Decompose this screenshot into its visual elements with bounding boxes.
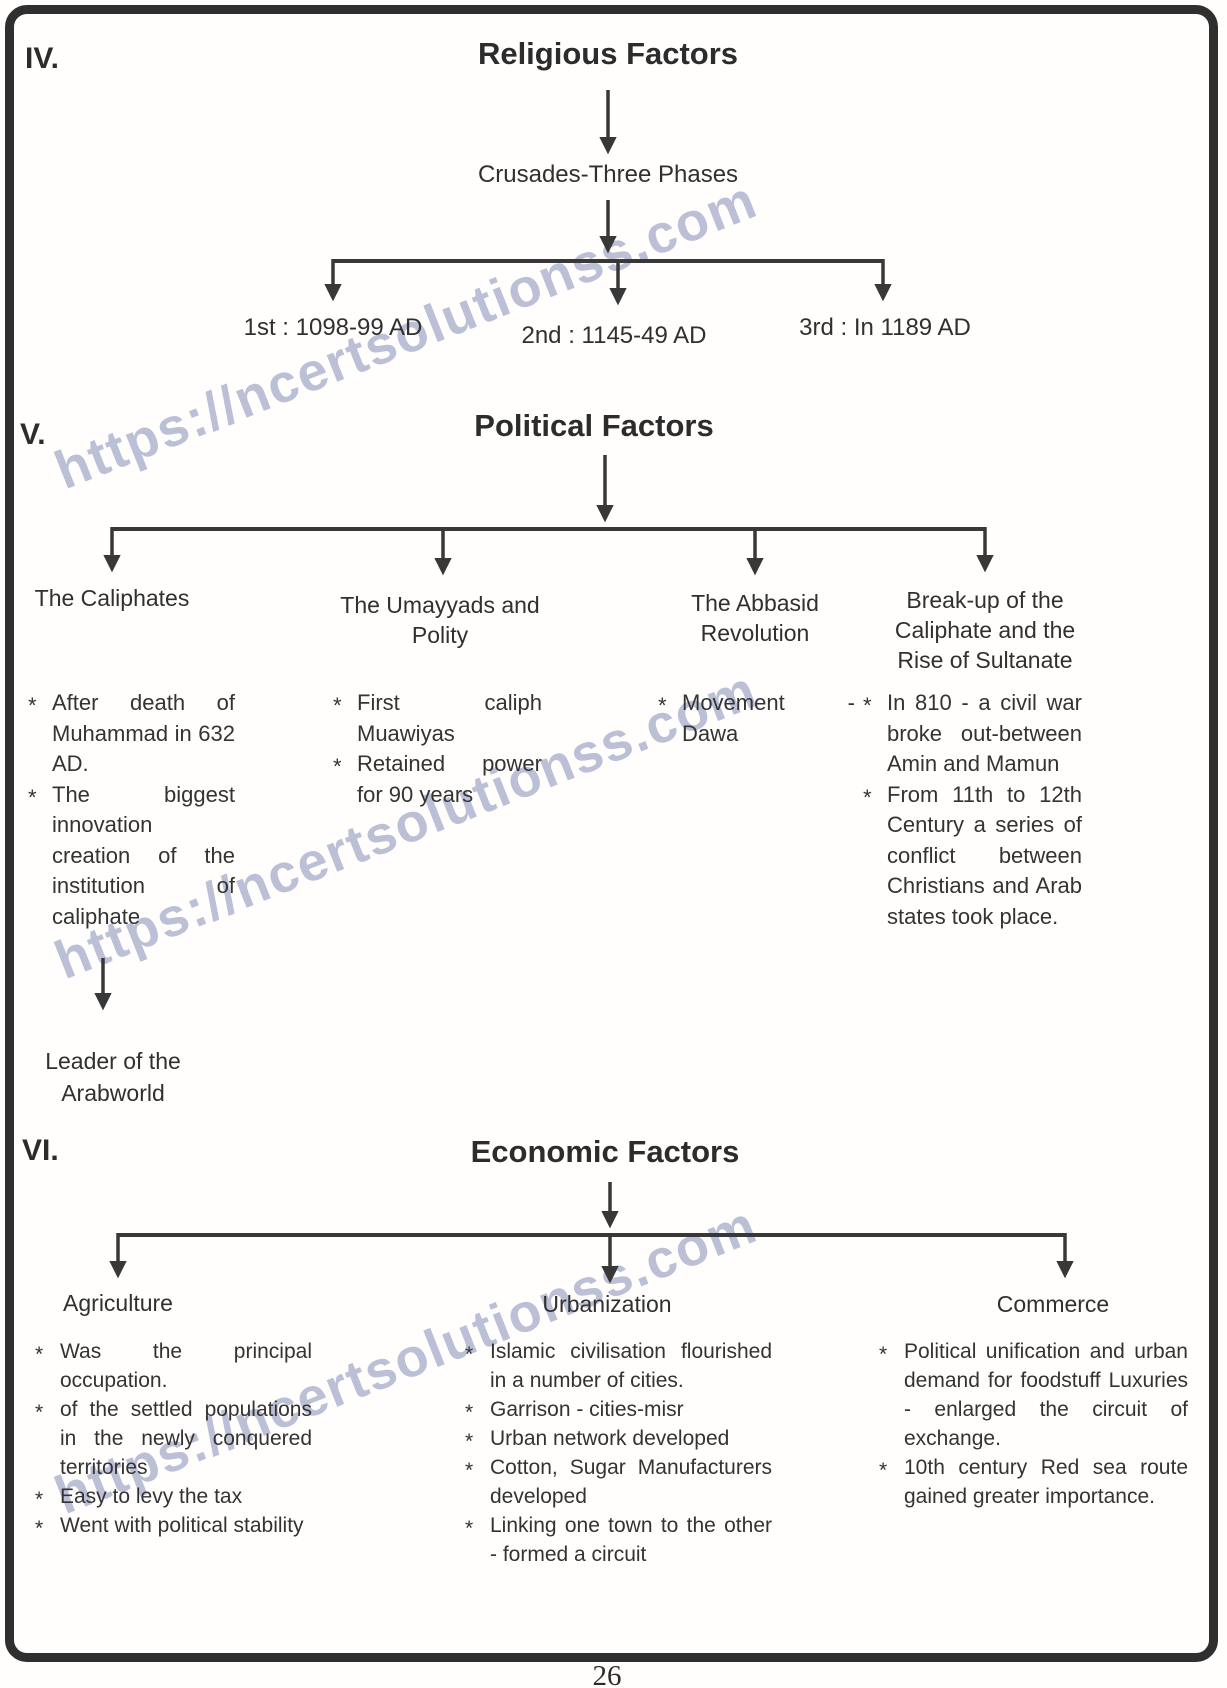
bullet: Linking one town to the other - formed a… [462,1511,772,1569]
phase-label-1: 1st : 1098-99 AD [243,314,423,341]
node-crusades: Crusades-Three Phases [477,161,739,188]
bullet: Urban network developed [462,1424,772,1456]
section-numeral-economic: VI. [22,1134,59,1167]
bullet: Movement - Dawa [655,688,855,749]
column-heading-agriculture: Agriculture [63,1290,173,1316]
political-arrows [94,455,994,1011]
bullet-list-abbasid: Movement - Dawa [655,688,855,749]
phase-label-3: 3rd : In 1189 AD [799,314,971,341]
bullet: Went with political stability [32,1511,312,1543]
bullet: The biggest innovation creation of the i… [25,780,235,933]
section-title-religious: Religious Factors [477,36,739,71]
bullet: 10th century Red sea route gained greate… [876,1453,1188,1511]
bullet-list-commerce: Political unification and urban demand f… [876,1337,1188,1511]
bullet: Retained power for 90 years [330,749,542,810]
bullet: Easy to levy the tax [32,1482,312,1514]
section-title-political: Political Factors [474,408,714,443]
bullet: Garrison - cities-misr [462,1395,772,1427]
bullet-list-breakup: In 810 - a civil war broke out-between A… [860,688,1082,932]
bullet: In 810 - a civil war broke out-between A… [860,688,1082,780]
religious-arrows [324,90,892,306]
economic-arrows [109,1182,1074,1284]
bullet-list-umayyads: First caliph Muawiyas Retained power for… [330,688,542,810]
phase-label-2: 2nd : 1145-49 AD [521,322,707,349]
node-leader-arabworld: Leader of the Arabworld [45,1048,181,1106]
section-numeral-political: V. [20,418,46,451]
section-title-economic: Economic Factors [470,1134,740,1169]
column-heading-caliphates: The Caliphates [34,585,190,611]
page-border [5,5,1218,1662]
bullet-list-urbanization: Islamic civilisation flourished in a num… [462,1337,772,1569]
bullet: Cotton, Sugar Manufacturers developed [462,1453,772,1511]
column-heading-umayyads: The Umayyads and Polity [340,592,540,648]
bullet-list-agriculture: Was the principal occupation. of the set… [32,1337,312,1543]
bullet: of the settled populations in the newly … [32,1395,312,1482]
bullet: Was the principal occupation. [32,1337,312,1395]
bullet: Political unification and urban demand f… [876,1337,1188,1453]
bullet: From 11th to 12th Century a series of co… [860,780,1082,933]
bullet: First caliph Muawiyas [330,688,542,749]
column-heading-abbasid: The Abbasid Revolution [691,590,819,646]
bullet-list-caliphates: After death of Muhammad in 632 AD. The b… [25,688,235,932]
bullet: Islamic civilisation flourished in a num… [462,1337,772,1395]
page-number: 26 [592,1660,622,1688]
column-heading-urbanization: Urbanization [542,1291,672,1317]
section-numeral-religious: IV. [25,42,59,75]
column-heading-breakup: Break-up of the Caliphate and the Rise o… [894,587,1076,673]
bullet: After death of Muhammad in 632 AD. [25,688,235,780]
column-heading-commerce: Commerce [996,1291,1110,1317]
